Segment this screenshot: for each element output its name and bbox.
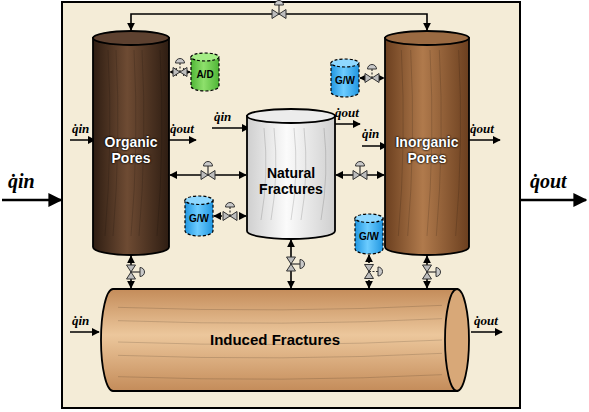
valve-connector <box>131 14 427 30</box>
node-label: Natural Fractures <box>246 165 336 197</box>
adsorption-tank: A/D <box>190 52 220 92</box>
flow-rate-label: q̇in <box>362 127 379 141</box>
node-label: A/D <box>196 69 213 81</box>
flow-rate-label: q̇in <box>72 122 89 136</box>
valve-symbol <box>272 1 286 19</box>
valve-symbol <box>423 265 441 279</box>
flow-rate-label: q̇out <box>335 106 359 120</box>
induced-fractures-cylinder: Induced Fractures <box>100 288 470 392</box>
valve-symbol <box>201 162 215 180</box>
natural-fractures-cylinder: Natural Fractures <box>246 108 336 240</box>
inorganic-pores-cylinder: Inorganic Pores <box>384 30 470 256</box>
node-label: Induced Fractures <box>210 331 340 348</box>
valve-symbol <box>287 257 305 271</box>
valve-symbol <box>173 59 187 77</box>
flow-rate-label: q̇out <box>474 314 498 328</box>
valve-symbol <box>353 162 367 180</box>
node-label: G/W <box>189 213 209 225</box>
node-label: Organic Pores <box>92 134 170 166</box>
organic-pores-cylinder: Organic Pores <box>92 30 170 256</box>
flow-rate-label: q̇out <box>530 170 567 192</box>
node-label: G/W <box>335 75 355 87</box>
valve-symbol <box>127 265 145 279</box>
node-label: Inorganic Pores <box>384 134 470 166</box>
node-label: G/W <box>359 231 379 243</box>
valve-symbol <box>365 265 383 279</box>
valve-symbol <box>223 203 237 221</box>
gas-water-tank: G/W <box>330 58 360 98</box>
valve-symbol <box>365 65 379 83</box>
gas-water-tank: G/W <box>354 213 384 255</box>
system-boundary <box>62 2 520 408</box>
flow-rate-label: q̇in <box>8 170 35 192</box>
flow-rate-label: q̇out <box>470 122 494 136</box>
flow-rate-label: q̇in <box>72 314 89 328</box>
flow-rate-label: q̇out <box>170 122 194 136</box>
flow-rate-label: q̇in <box>214 110 231 124</box>
gas-water-tank: G/W <box>184 195 214 237</box>
